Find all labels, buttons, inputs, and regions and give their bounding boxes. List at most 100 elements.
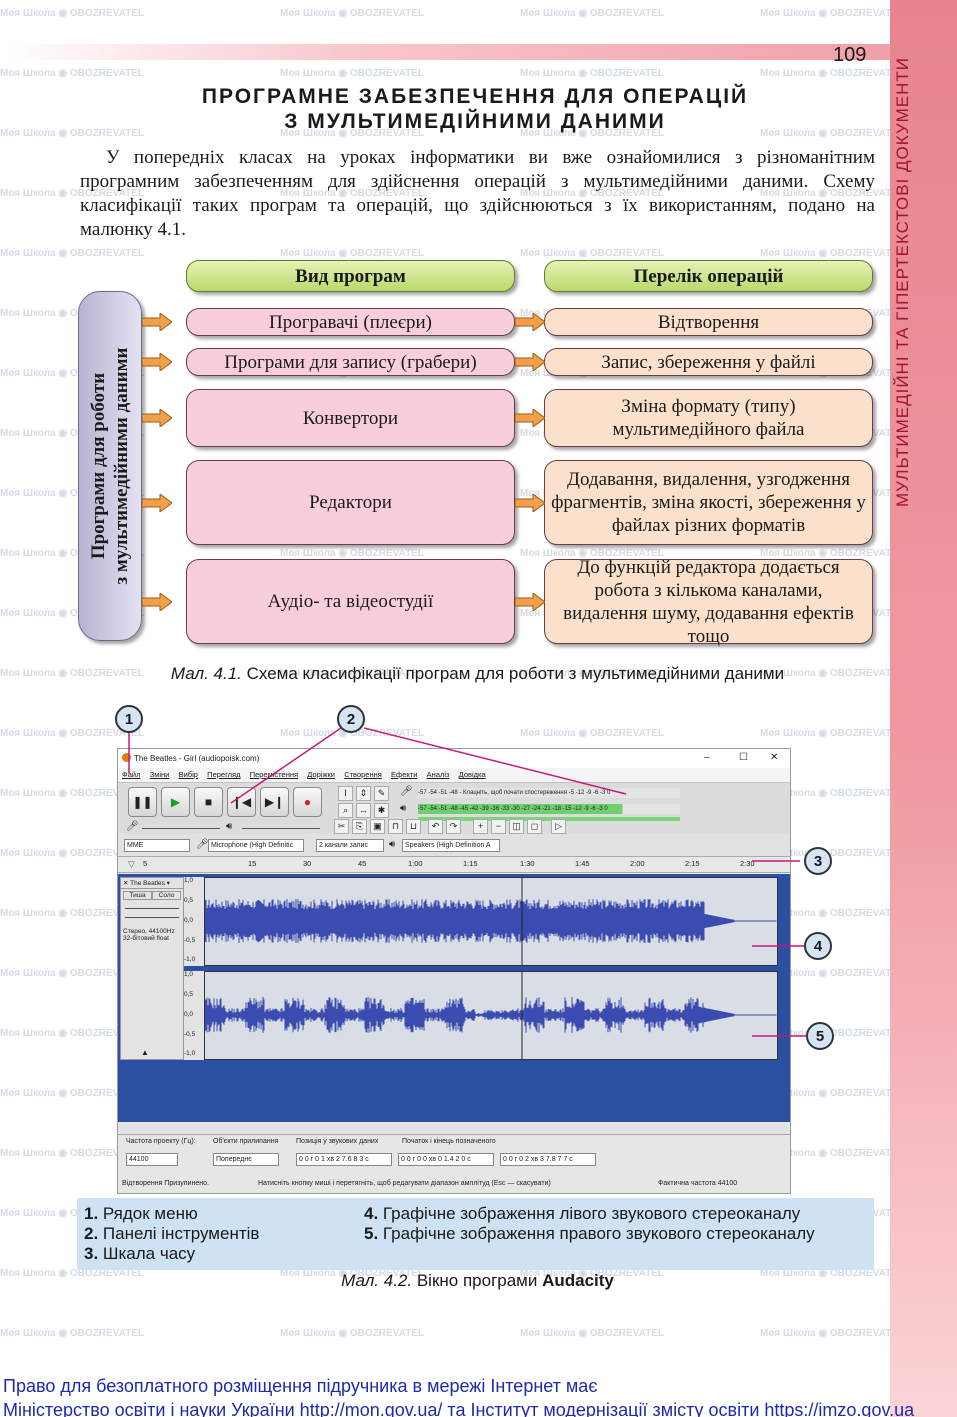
watermark-text: Моя Школа ◉ OBOZREVATEL xyxy=(760,1148,904,1159)
timeline-tick: 15 xyxy=(248,859,257,868)
watermark-text: Моя Школа ◉ OBOZREVATEL xyxy=(0,1208,144,1219)
caption2-app-name: Audacity xyxy=(542,1271,614,1290)
horizontal-scrollbar[interactable] xyxy=(118,1122,790,1134)
legend-item-3: 3. Шкала часу xyxy=(84,1243,195,1264)
timeline-tick: 2:00 xyxy=(630,859,645,868)
program-box-players: Програвачі (плеєри) xyxy=(186,308,515,336)
trim-icon[interactable]: ⊓ xyxy=(388,819,403,834)
zoom-in-icon[interactable]: + xyxy=(473,819,488,834)
left-channel-waveform[interactable] xyxy=(204,877,778,966)
menu-file[interactable]: Файл xyxy=(122,770,141,779)
callout-2: 2 xyxy=(337,705,365,733)
audacity-window: The Beatles - Girl (audiopoisk.com) – ☐ … xyxy=(117,748,791,1194)
watermark-text: Моя Школа ◉ OBOZREVATEL xyxy=(760,548,904,559)
menu-effects[interactable]: Ефекти xyxy=(391,770,418,779)
watermark-text: Моя Школа ◉ OBOZREVATEL xyxy=(0,968,144,979)
fit-selection-icon[interactable]: ◫ xyxy=(509,819,524,834)
watermark-text: Моя Школа ◉ OBOZREVATEL xyxy=(520,188,664,199)
timeline-tick: 1:30 xyxy=(520,859,535,868)
channels-select[interactable]: 2 канали запис xyxy=(316,839,384,852)
play-at-speed-icon[interactable]: ▷ xyxy=(551,819,566,834)
collapse-track-icon[interactable]: ▲ xyxy=(141,1048,149,1057)
skip-start-button[interactable]: ❙◀ xyxy=(227,787,256,817)
gain-slider[interactable] xyxy=(125,908,179,909)
audio-position-field[interactable]: 0 0 г 0 1 хв 2 7.6 8 3 с xyxy=(296,1153,392,1166)
right-channel-waveform[interactable] xyxy=(204,971,778,1060)
playback-volume-slider[interactable] xyxy=(242,828,320,829)
rate-label: Частота проекту (Гц): xyxy=(126,1138,196,1145)
audacity-logo-icon xyxy=(122,753,131,762)
mute-button[interactable]: Тиша xyxy=(123,891,152,900)
watermark-text: Моя Школа ◉ OBOZREVATEL xyxy=(0,1088,144,1099)
fit-project-icon[interactable]: ◻ xyxy=(527,819,542,834)
track-area: ✕ The Beatles ▾ Тиша Соло Стерео, 44100H… xyxy=(118,874,790,1134)
callout-1: 1 xyxy=(115,705,143,733)
pause-button[interactable]: ❚❚ xyxy=(128,787,157,817)
track-name[interactable]: ✕ The Beatles ▾ xyxy=(121,878,183,889)
watermark-text: Моя Школа ◉ OBOZREVATEL xyxy=(520,128,664,139)
track-format-info: Стерео, 44100Hz 32-бітовий float xyxy=(123,928,175,942)
record-meter[interactable]: -57 -54 -51 -48 - Клацніть, щоб почати с… xyxy=(418,788,680,798)
output-device-select[interactable]: Speakers (High Definition A xyxy=(402,839,500,852)
watermark-text: Моя Школа ◉ OBOZREVATEL xyxy=(760,908,904,919)
selection-tool-icon[interactable]: I xyxy=(338,786,353,801)
playback-meter[interactable]: -57 -54 -51 -48 -45 -42 -39 -36 -33 -30 … xyxy=(418,804,680,814)
redo-icon[interactable]: ↷ xyxy=(446,819,461,834)
project-rate-select[interactable]: 44100 xyxy=(126,1153,178,1166)
timeshift-tool-icon[interactable]: ↔ xyxy=(356,803,371,818)
paste-icon[interactable]: ▣ xyxy=(370,819,385,834)
selection-label: Початок і кінець позначеного xyxy=(402,1138,496,1145)
timeline-ruler[interactable]: ▽ 5 15 30 45 1:00 1:15 1:30 1:45 2:00 2:… xyxy=(118,856,790,873)
menu-view[interactable]: Перегляд xyxy=(207,770,241,779)
menu-analyze[interactable]: Аналіз xyxy=(426,770,450,779)
input-device-select[interactable]: Microphone (High Definitic xyxy=(208,839,304,852)
stop-button[interactable]: ■ xyxy=(194,787,223,817)
menu-tracks[interactable]: Доріжки xyxy=(307,770,335,779)
title-line-1: ПРОГРАМНЕ ЗАБЕЗПЕЧЕННЯ ДЛЯ ОПЕРАЦІЙ xyxy=(201,85,749,108)
title-line-2: З МУЛЬТИМЕДІЙНИМИ ДАНИМИ xyxy=(284,110,666,133)
watermark-text: Моя Школа ◉ OBOZREVATEL xyxy=(760,8,904,19)
record-volume-slider[interactable] xyxy=(142,828,220,829)
multi-tool-icon[interactable]: ✱ xyxy=(374,803,389,818)
watermark-text: Моя Школа ◉ OBOZREVATEL xyxy=(280,668,424,679)
envelope-tool-icon[interactable]: ⇕ xyxy=(356,786,371,801)
track-control-panel[interactable]: ✕ The Beatles ▾ Тиша Соло Стерео, 44100H… xyxy=(120,877,184,1060)
watermark-text: Моя Школа ◉ OBOZREVATEL xyxy=(760,1088,904,1099)
menu-generate[interactable]: Створення xyxy=(344,770,382,779)
operation-box-playback: Відтворення xyxy=(544,308,873,336)
selection-start-field[interactable]: 0 0 г 0 0 хв 0 1.4 2 0 с xyxy=(398,1153,494,1166)
audio-host-select[interactable]: MME xyxy=(124,839,190,852)
selection-end-field[interactable]: 0 0 г 0 2 хв 3 7.8 7 7 с xyxy=(500,1153,596,1166)
skip-end-button[interactable]: ▶❙ xyxy=(260,787,289,817)
menu-select[interactable]: Вибір xyxy=(178,770,198,779)
menu-help[interactable]: Довідка xyxy=(458,770,486,779)
minimize-button[interactable]: – xyxy=(704,752,710,763)
watermark-text: Моя Школа ◉ OBOZREVATEL xyxy=(280,1328,424,1339)
zoom-out-icon[interactable]: − xyxy=(491,819,506,834)
zoom-tool-icon[interactable]: ⌕ xyxy=(338,803,353,818)
operation-box-studio: До функцій редактора додається робота з … xyxy=(544,557,873,647)
selection-toolbar: Частота проекту (Гц): Об'єкти прилипання… xyxy=(118,1134,790,1193)
maximize-button[interactable]: ☐ xyxy=(739,752,748,763)
cut-icon[interactable]: ✂ xyxy=(334,819,349,834)
close-button[interactable]: ✕ xyxy=(770,752,779,763)
position-label: Позиція у звукових даних xyxy=(296,1138,379,1145)
undo-icon[interactable]: ↶ xyxy=(428,819,443,834)
watermark-text: Моя Школа ◉ OBOZREVATEL xyxy=(520,248,664,259)
silence-icon[interactable]: ⊔ xyxy=(406,819,421,834)
menu-edit[interactable]: Зміни xyxy=(149,770,170,779)
figure-4-2-legend: 1. Рядок меню 2. Панелі інструментів 3. … xyxy=(77,1198,874,1270)
legend-number: 1. xyxy=(84,1204,99,1223)
play-button[interactable]: ▶ xyxy=(161,787,190,817)
watermark-text: Моя Школа ◉ OBOZREVATEL xyxy=(0,248,144,259)
record-button[interactable]: ● xyxy=(293,787,322,817)
snap-to-select[interactable]: Попереднє xyxy=(213,1153,279,1166)
watermark-text: Моя Школа ◉ OBOZREVATEL xyxy=(280,248,424,259)
pan-slider[interactable] xyxy=(125,917,179,918)
callout-3: 3 xyxy=(804,847,832,875)
watermark-text: Моя Школа ◉ OBOZREVATEL xyxy=(520,8,664,19)
draw-tool-icon[interactable]: ✎ xyxy=(374,786,389,801)
copy-icon[interactable]: ⎘ xyxy=(352,819,367,834)
footer-line-1: Право для безоплатного розміщення підруч… xyxy=(3,1376,598,1396)
solo-button[interactable]: Соло xyxy=(152,891,181,900)
